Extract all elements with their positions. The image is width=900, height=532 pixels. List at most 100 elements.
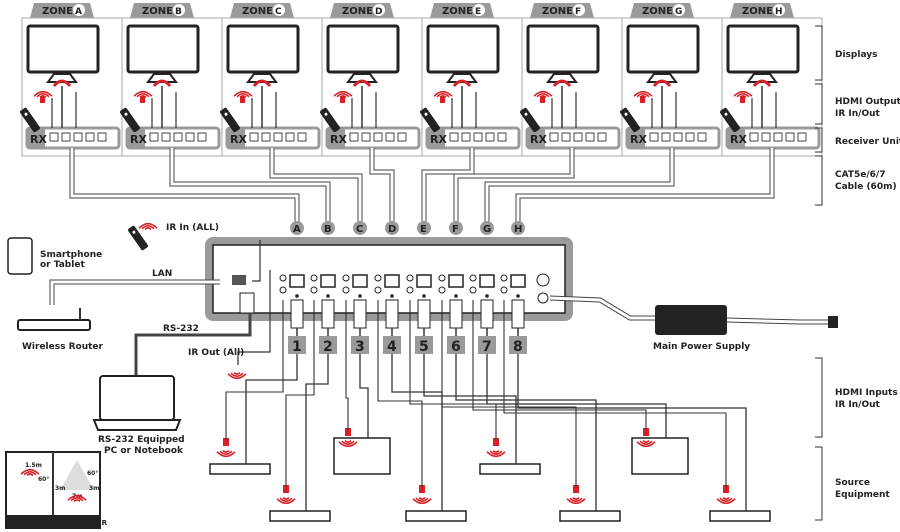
label-lan: LAN [152,269,172,279]
label-displays: Displays [835,50,877,60]
input-number: 4 [387,339,397,355]
ir-in-jack [310,286,318,294]
receiver-port [285,132,295,142]
receiver-label: RX [130,133,147,146]
zone-label: ZONE [342,6,373,17]
mains-cable-inner [726,318,828,324]
receiver-label: RX [430,133,447,146]
ir-blaster-waves [216,450,236,458]
ir-source-cable [285,300,315,487]
ir-wave [412,498,432,505]
input-number: 7 [482,339,492,355]
hdmi-connector [752,79,772,87]
hdmi-source-cable [359,354,369,438]
ir-in-cable [252,240,261,282]
receiver-label-bg [27,128,45,148]
zone-letter: F [575,7,581,17]
cat-cable-inner [454,148,574,222]
zone-letter-badge [773,4,785,16]
pc-tower-icon [631,437,689,475]
ir-receiver-head [140,96,145,103]
output-port-letter: E [420,224,427,235]
source-device-6 [559,485,621,522]
rs232-cable [134,313,252,376]
ir-wave [539,95,547,98]
ir-wave [282,497,290,500]
ir-in-waves [138,222,158,230]
source-device-4 [405,485,467,522]
receiver-port [685,132,695,142]
legend-footer [6,515,100,528]
ir-waves [33,90,53,98]
hdmi-source-cable [305,354,329,511]
set-top-box-icon [405,510,467,522]
ir-receiver-head [740,96,745,103]
legend-extender-cone [60,460,94,490]
set-top-box-icon [479,463,541,475]
ir-receiver-head [640,96,645,103]
ir-wave [569,497,583,502]
output-port-badge [321,221,335,235]
ir-out-waves [227,372,247,380]
zone-letter: C [275,7,282,17]
ir-wave [70,497,84,502]
input-number-badge [383,336,401,354]
cat-cable [369,148,395,222]
hdmi-connector [352,79,372,87]
receiver-port [273,132,283,142]
receiver-port [561,132,571,142]
display-monitor [726,24,800,74]
receiver-port [573,132,583,142]
ir-blaster-waves [716,497,736,505]
ir-wave [73,499,81,502]
set-top-box-icon [269,510,331,522]
display-monitor [326,24,400,74]
ir-wave [639,440,653,445]
label-rs232: RS-232 [163,324,199,334]
receiver-port [761,132,771,142]
label-cable-length: Cable (60m) [835,182,897,192]
ir-receiver-head [240,96,245,103]
ir-wave [67,494,87,501]
receiver-label-bg [327,128,345,148]
remote-control-icon [420,107,440,133]
power-dc-jack [537,292,549,304]
label-source: Source [835,478,870,488]
port-led [422,294,426,298]
hdbaset-port [320,274,336,288]
receiver-port [61,132,71,142]
remote-control-icon [20,107,40,133]
display-monitor [526,24,600,74]
ir-in-jack [406,286,414,294]
receiver-port [697,132,707,142]
receiver-port [773,132,783,142]
lan-cable-inner [50,280,220,305]
ir-blaster-head [723,485,729,493]
source-device-7 [631,428,689,475]
label-cable-type: CAT5e/6/7 [835,170,885,180]
receiver-port [549,132,559,142]
ir-source-cable [503,300,727,487]
hdmi-connector [552,79,572,87]
cable-bracket [815,155,823,206]
zone-label: ZONE [242,6,273,17]
cat-cable [421,148,475,222]
display-monitor [226,24,300,74]
ir-wave [492,450,500,453]
hdbaset-port [384,274,400,288]
remote-button [724,112,728,116]
zone-letter: H [775,7,783,17]
receiver-label: RX [330,133,347,146]
port-led [516,294,520,298]
zone-b [121,3,223,157]
remote-button [124,112,128,116]
mains-plug [828,316,838,328]
ir-in-jack [438,286,446,294]
cat-cable-inner [270,148,362,222]
ir-wave [338,441,358,448]
receiver-port [597,132,607,142]
receiver-port [173,132,183,142]
ir-blaster-head [345,428,351,436]
ir-in-jack [469,286,477,294]
output-port-letter: B [324,224,332,235]
